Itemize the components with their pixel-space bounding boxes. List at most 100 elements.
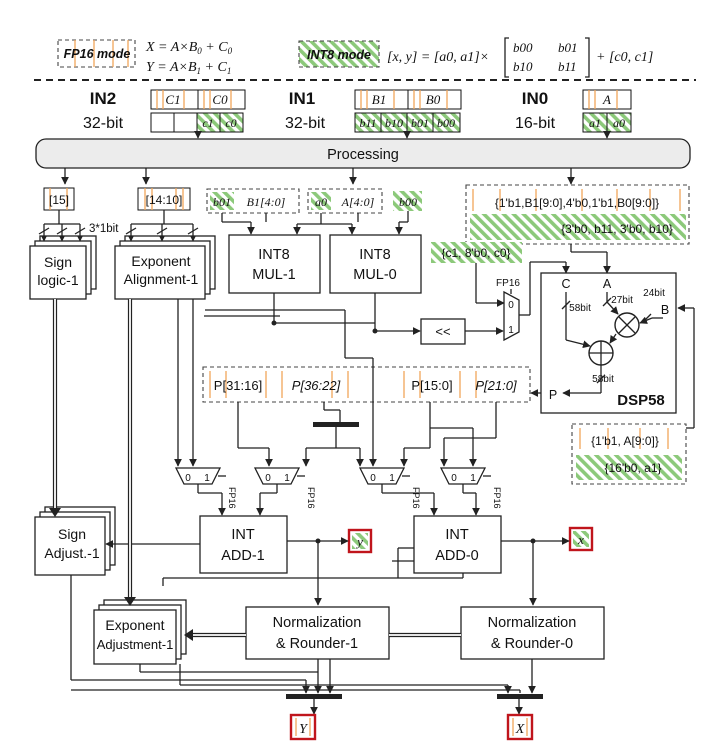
out-X-label: X [515,722,525,737]
in0-a0-field [606,112,632,133]
in2-c1-int8-label: c1 [202,116,213,130]
output-merge [70,575,543,715]
mux-b-0: 0 [265,473,271,484]
op-a-4-0: A[4:0] [341,195,375,209]
in1-b11-label: b11 [359,116,376,130]
sign-adjust-line1: Sign [58,526,86,542]
in1-b00-field [432,112,461,133]
mux-d-0: 0 [451,473,457,484]
norm1-line1: Normalization [273,615,362,631]
legend: FP16 mode X = A×B0 + C0 Y = A×B1 + C1 IN… [57,37,653,78]
concat-bar-X [497,694,543,699]
muxes-row: 0 1 FP16 0 1 FP16 0 1 FP16 0 1 FP16 [174,467,502,509]
sign-logic-line2: logic-1 [37,272,78,288]
dsp-a-operand: {1'b1, A[9:0]} {16'b0, a1} [571,423,687,485]
input-in2: IN2 32-bit C1 C0 c1 c0 [83,89,246,133]
in0-a1-label: a1 [589,116,601,130]
output-X-fp16: X [506,713,534,741]
p-split-wires [237,402,497,467]
mul1-line2: MUL-1 [252,267,296,283]
op-a0: a0 [315,195,327,209]
processing-label: Processing [327,147,399,163]
op-b00-box: b00 [393,191,422,211]
mux-a-0: 0 [185,473,191,484]
in2-c1-label: C1 [165,92,180,107]
op-b01: b01 [213,195,231,209]
mul1-operands: b01 B1[4:0] [206,188,300,214]
in1-width: 32-bit [285,115,326,132]
dsp-mux-fp16: FP16 [496,278,520,289]
slice-14-10-label: [14:10] [146,193,183,207]
matrix-b01: b01 [558,40,578,55]
int8-mul-0: INT8 MUL-0 [329,234,422,294]
in1-b0-field [407,89,462,110]
dsp-port-p: P [549,388,557,402]
exp-adj-line2: Adjustment-1 [97,637,174,652]
exp-align-stack: Exponent Alignment-1 [114,235,216,300]
in1-b01-label: b01 [411,116,429,130]
norm0-line2: & Rounder-0 [491,636,573,652]
int8-mode-label: INT8 mode [307,48,371,62]
mux-a-fp16: FP16 [227,487,237,509]
add0-line2: ADD-0 [435,548,479,564]
p-31-16: P[31:16] [214,378,262,393]
fp16-equation-y: Y = A×B1 + C1 [146,60,231,76]
exp-adj-line1: Exponent [105,617,164,633]
slice-15: [15] [43,187,75,211]
int8-equation-rhs: + [c0, c1] [596,50,653,65]
dsp-width-b: 24bit [643,288,665,299]
matrix-b00: b00 [513,40,533,55]
in1-b0-label: B0 [426,92,441,107]
product-bus: P[31:16] P[36:22] P[15:0] P[21:0] [202,366,531,403]
mux-b-fp16: FP16 [306,487,316,509]
in0-name: IN0 [522,89,548,108]
in0-a0-label: a0 [613,116,625,130]
bit-buses [38,210,199,242]
mul0-operands: a0 A[4:0] [307,188,383,214]
mux-b-1: 1 [284,473,290,484]
mux-d-1: 1 [470,473,476,484]
mux-a-1: 1 [204,473,210,484]
dsp58-block: DSP58 C A B P 58bit 27bit 24bit 58bit [540,272,677,414]
dsp-port-c: C [561,277,570,291]
in1-b1-label: B1 [372,92,386,107]
shift-left-block: << [271,293,504,345]
int-add-0: INT ADD-0 [413,515,502,574]
int8-mul-1: INT8 MUL-1 [228,234,321,294]
add0-line1: INT [445,527,469,543]
out-x-label: x [577,532,584,547]
dsp-c-int8: {c1, 8'b0, c0} [441,246,510,260]
p-36-22: P[36:22] [292,378,341,393]
dsp-routing [475,244,695,429]
output-Y-fp16: Y [289,713,317,741]
exp-align-line2: Alignment-1 [124,271,199,287]
matrix-right-bracket [585,37,590,78]
norm-rounder-0: Normalization & Rounder-0 [460,606,605,660]
add-output-wires [105,537,570,606]
align-to-mux-wires [174,299,377,467]
sign-adjust-stack: Sign Adjust.-1 [34,506,116,576]
slice-14-10: [14:10] [137,187,191,211]
output-y-int8: y [347,528,373,554]
in2-c0-label: C0 [212,92,228,107]
input-in0: IN0 16-bit A a1 a0 [515,89,632,133]
dsp-a-fp16: {1'b1, A[9:0]} [591,434,659,448]
dsp-mux-1: 1 [508,325,514,336]
in1-name: IN1 [289,89,315,108]
in2-lo-empty-2 [173,112,198,133]
int-add-1: INT ADD-1 [199,515,288,574]
dsp-mux-0: 0 [508,300,514,311]
fp16-mode-label: FP16 mode [64,47,131,61]
exponent-adjustment-stack: Exponent Adjustment-1 [93,599,187,665]
mux-c-1: 1 [389,473,395,484]
op-b1-4-0: B1[4:0] [247,195,286,209]
sign-logic-stack: Sign logic-1 [29,235,97,300]
bus-arrows [49,299,461,641]
dsp-port-a: A [603,277,612,291]
sign-logic-line1: Sign [44,254,72,270]
in2-c0-int8-label: c0 [225,116,236,130]
mul1-line1: INT8 [258,247,289,263]
norm1-line2: & Rounder-1 [276,636,358,652]
norm0-line1: Normalization [488,615,577,631]
out-y-label: y [355,534,363,549]
